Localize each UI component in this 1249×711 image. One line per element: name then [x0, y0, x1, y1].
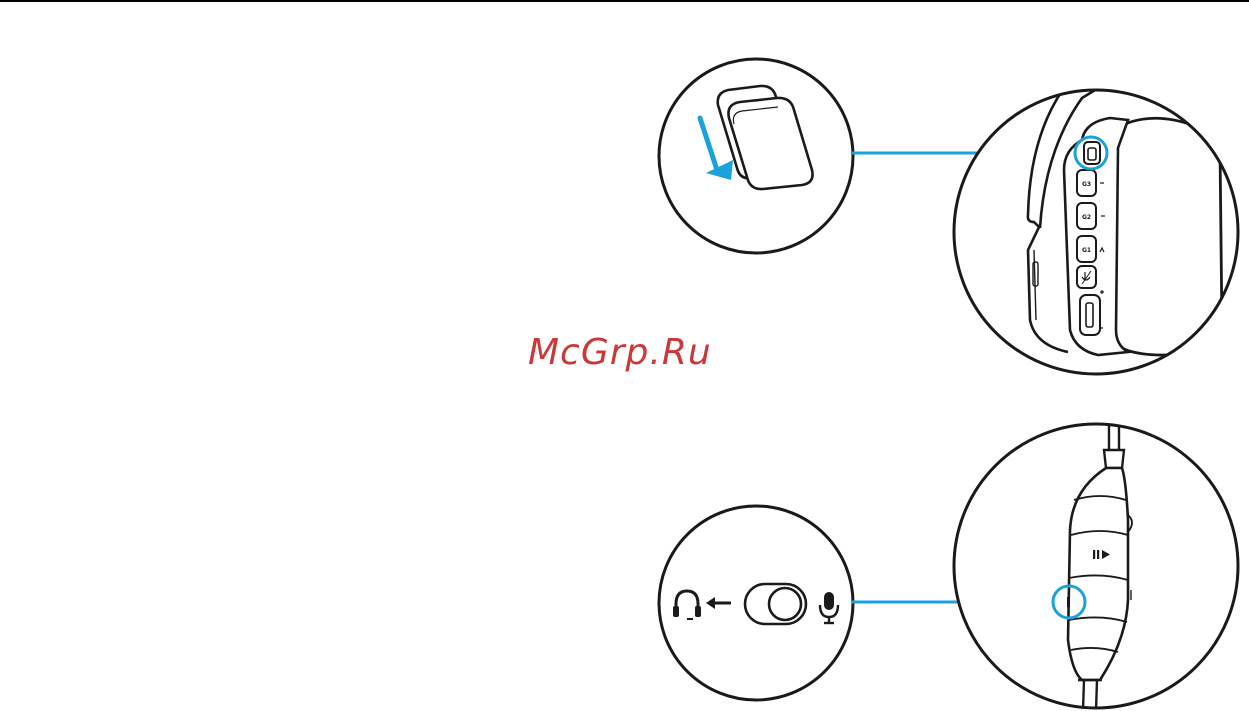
- g2-label: G2: [1082, 214, 1091, 221]
- ear-cushion: [1106, 118, 1222, 355]
- g1-label: G1: [1082, 247, 1091, 254]
- mic-toggle-knob[interactable]: [769, 588, 801, 620]
- zoom-circle-headset-side: G3 G2 G1: [954, 60, 1238, 374]
- watermark: McGrp.Ru: [528, 332, 712, 373]
- zoom-circle-mic-switch: [659, 506, 853, 700]
- g3-label: G3: [1082, 181, 1091, 188]
- zoom-circle-inline-remote: [954, 410, 1238, 711]
- volume-wheel[interactable]: [1080, 295, 1100, 335]
- zoom-circle-slide-cover: [659, 59, 853, 253]
